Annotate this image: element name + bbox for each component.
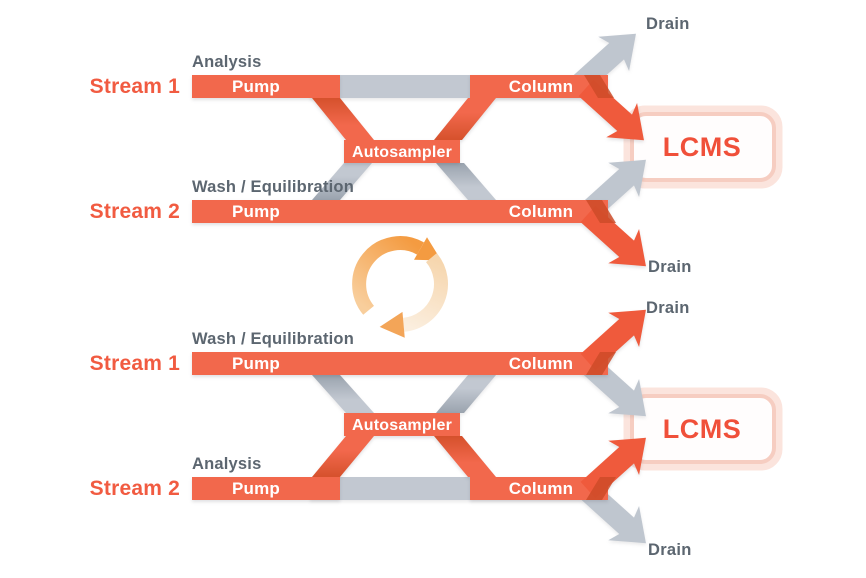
lcms-box bbox=[623, 105, 783, 189]
stream2-mode-label: Wash / Equilibration bbox=[192, 178, 354, 196]
autosampler-bar bbox=[344, 140, 460, 163]
stream1-pump-label: Pump bbox=[232, 354, 280, 373]
phase2-diagram: Wash / Equilibration Stream 1 Pump Colum… bbox=[90, 292, 783, 561]
drain-label-bottom: Drain bbox=[648, 258, 692, 276]
stream1-mode-label: Analysis bbox=[192, 53, 261, 71]
drain-label-bottom: Drain bbox=[648, 541, 692, 559]
autosampler-to-column-ribbon bbox=[434, 98, 496, 140]
stream1-to-autosampler-link bbox=[312, 375, 374, 413]
cycle-arrowhead-top bbox=[414, 237, 442, 261]
cycle-arc-right bbox=[402, 253, 448, 332]
stream1-pump-bar bbox=[192, 75, 340, 98]
autosampler-to-column-ribbon bbox=[434, 436, 496, 477]
autosampler-to-stream2-link bbox=[436, 163, 496, 200]
stream1-pump-label: Pump bbox=[232, 77, 280, 96]
cycle-arc-left bbox=[352, 236, 424, 315]
pump-to-autosampler-ribbon bbox=[312, 436, 374, 477]
stream2-column-bar bbox=[470, 477, 608, 500]
stream1-label: Stream 1 bbox=[90, 352, 180, 375]
stream2-pump-label: Pump bbox=[232, 479, 280, 498]
cycle-arrows-icon bbox=[352, 236, 448, 338]
stream2-mode-label: Analysis bbox=[192, 455, 261, 473]
stream1-label: Stream 1 bbox=[90, 75, 180, 98]
drain-label-top: Drain bbox=[646, 299, 690, 317]
stream2-column-label: Column bbox=[509, 479, 573, 498]
phase2-inactive-paths bbox=[310, 346, 662, 561]
lcms-box-glow bbox=[623, 387, 783, 471]
phase1-active-paths bbox=[192, 70, 662, 284]
stream1-pump-column-bar bbox=[192, 352, 608, 375]
stream1-column-bar bbox=[470, 75, 608, 98]
stream1-column-label: Column bbox=[509, 77, 573, 96]
stream1-mode-label: Wash / Equilibration bbox=[192, 330, 354, 348]
stream2-pump-label: Pump bbox=[232, 202, 280, 221]
ribbon-fold bbox=[586, 200, 616, 223]
stream2-column-label: Column bbox=[509, 202, 573, 221]
autosampler-to-stream1-link bbox=[436, 375, 496, 413]
ribbon-fold bbox=[586, 477, 616, 500]
cycle-arrowhead-bottom bbox=[379, 311, 405, 338]
ribbon-fold bbox=[584, 75, 614, 98]
lcms-box-glow bbox=[623, 105, 783, 189]
stream2-pump-bar bbox=[192, 477, 340, 500]
lcms-box-body bbox=[630, 112, 776, 182]
lcms-label: LCMS bbox=[663, 132, 742, 162]
lcms-box bbox=[623, 387, 783, 471]
lcms-label: LCMS bbox=[663, 414, 742, 444]
drain-label-top: Drain bbox=[646, 15, 690, 33]
autosampler-label: Autosampler bbox=[352, 417, 452, 434]
stream1-column-label: Column bbox=[509, 354, 573, 373]
pump-to-autosampler-ribbon bbox=[312, 98, 374, 140]
stream2-to-autosampler-link bbox=[312, 163, 372, 200]
stream2-label: Stream 2 bbox=[90, 200, 180, 223]
ribbon-fold bbox=[586, 352, 616, 375]
stream2-pump-column-bar bbox=[192, 200, 608, 223]
phase2-active-paths bbox=[192, 292, 662, 508]
autosampler-label: Autosampler bbox=[352, 144, 452, 161]
stream2-label: Stream 2 bbox=[90, 477, 180, 500]
phase1-diagram: Analysis Stream 1 Pump Autosampler Colum… bbox=[90, 15, 783, 284]
lcms-box-body bbox=[630, 394, 776, 464]
autosampler-bar bbox=[344, 413, 460, 436]
